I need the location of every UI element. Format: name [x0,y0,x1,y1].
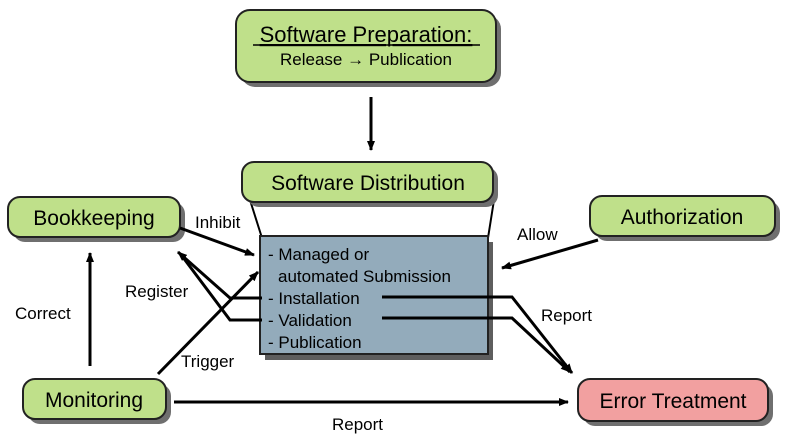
error-treatment-title: Error Treatment [599,390,746,413]
software-distribution-node: Software Distribution [241,161,498,207]
error-treatment-node: Error Treatment [577,378,773,426]
label-correct: Correct [15,304,71,323]
label-report-right: Report [541,306,592,325]
label-allow: Allow [517,225,558,244]
monitoring-node: Monitoring [22,378,171,424]
arrow-register-installation [177,250,262,300]
label-register: Register [125,282,189,301]
process-box: - Managed or automated Submission - Inst… [259,235,493,360]
arrow-report-installation [382,295,574,374]
software-preparation-node: Software Preparation: Release → Publicat… [235,9,501,87]
authorization-title: Authorization [621,206,744,229]
arrow-trigger [156,270,260,376]
arrow-register-validation [180,255,262,322]
authorization-node: Authorization [589,195,780,241]
label-trigger: Trigger [181,352,235,371]
process-item-submission-cont: automated Submission [278,267,451,286]
process-item-validation: - Validation [268,311,352,330]
bookkeeping-node: Bookkeeping [7,196,185,242]
process-item-submission: - Managed or [268,245,369,264]
arrow-inhibit [179,226,255,257]
bookkeeping-title: Bookkeeping [33,207,154,230]
process-item-installation: - Installation [268,289,360,308]
arrow-allow [501,238,599,270]
arrow-report-validation [382,316,572,374]
label-report-bottom: Report [332,415,383,434]
software-preparation-title: Software Preparation: [260,22,473,47]
monitoring-title: Monitoring [45,389,143,412]
edges [86,226,599,406]
software-distribution-title: Software Distribution [271,172,465,195]
software-preparation-subtitle: Release → Publication [280,50,452,69]
label-inhibit: Inhibit [195,213,241,232]
process-item-publication: - Publication [268,333,362,352]
